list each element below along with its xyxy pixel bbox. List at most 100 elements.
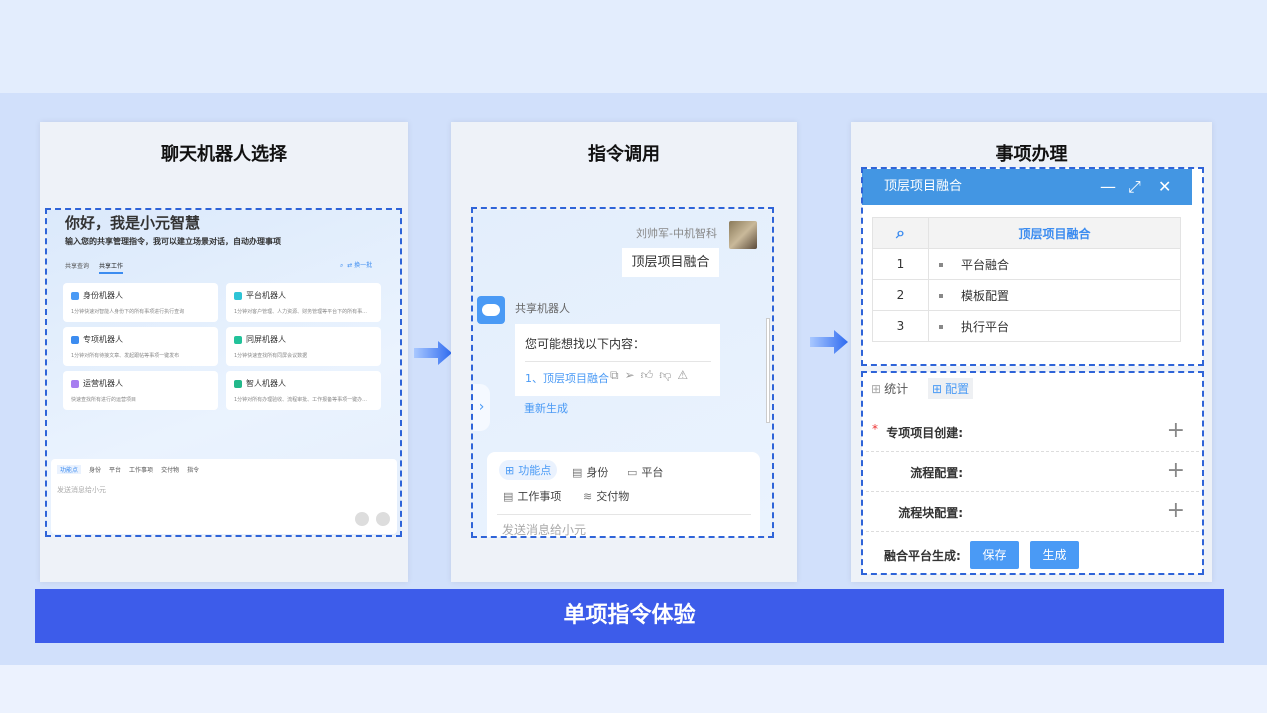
bot-name: 共享机器人 [515, 302, 570, 315]
switch-batch-button[interactable]: ⌕ ⇄ 换一批 [340, 260, 372, 270]
refresh-icon: ⇄ [347, 262, 353, 269]
bullet-icon [939, 294, 943, 298]
tool-platform[interactable]: 平台 [109, 467, 122, 474]
minimize-icon[interactable]: — [1100, 177, 1116, 196]
generate-button[interactable]: 生成 [1030, 541, 1079, 569]
tab-config[interactable]: ⊞配置 [928, 378, 974, 399]
tab-shared-query[interactable]: 共享查询 [65, 263, 90, 270]
search-icon[interactable]: ⌕ [872, 217, 929, 249]
switch-label: 换一批 [354, 262, 373, 269]
divider [497, 514, 751, 515]
left-toolbar: 功能点 身份 平台 工作事项 交付物 指令 [57, 465, 199, 474]
robot-card[interactable]: 智人机器人 1分钟对所有办理验收、流程审批、工作报备等事项一键办... [226, 371, 381, 410]
robot-icon [234, 379, 242, 388]
greeting: 你好，我是小元智慧 [65, 214, 201, 232]
tool-identity[interactable]: ▤身份 [572, 464, 608, 480]
greeting-subtitle: 输入您的共享管理指令，我可以建立场景对话，自动办理事项 [65, 237, 281, 246]
card-name: 身份机器人 [83, 291, 123, 300]
card-title: 同屏机器人 [234, 334, 286, 345]
form-row: 流程块配置: + [866, 492, 1199, 532]
warning-icon[interactable]: ⚠ [677, 368, 689, 382]
tab-shared-work[interactable]: 共享工作 [99, 261, 124, 274]
result-link[interactable]: 1、顶层项目融合 [525, 372, 609, 385]
grid-icon: ⊞ [505, 463, 515, 477]
tool-function[interactable]: 功能点 [57, 465, 82, 474]
send-icon[interactable]: ➢ [624, 368, 635, 382]
user-name: 刘帅军-中机智科 [636, 227, 717, 240]
divider [525, 361, 711, 362]
plus-icon[interactable]: + [1166, 418, 1185, 443]
thumbs-up-icon[interactable]: 👍︎ [640, 368, 654, 382]
tool-platform[interactable]: ▭平台 [627, 464, 663, 480]
robot-card[interactable]: 平台机器人 1分钟对客户管理、人力资源、财务管理等平台下的所有事... [226, 283, 381, 322]
field-label: 专项项目创建: [886, 426, 963, 440]
bot-message: 您可能想找以下内容： 1、顶层项目融合 ⧉➢👍︎👎︎⚠ [515, 324, 720, 396]
plus-icon[interactable]: + [1166, 458, 1185, 483]
tool-label: 平台 [641, 466, 664, 479]
robot-card[interactable]: 运营机器人 快速查找所有进行的运营项目 [63, 371, 218, 410]
left-chat-input[interactable]: 功能点 身份 平台 工作事项 交付物 指令 发送消息给小元 [51, 459, 397, 534]
robot-icon [71, 335, 79, 344]
user-message: 顶层项目融合 [622, 248, 719, 277]
grid-icon: ⊞ [932, 381, 943, 396]
window-title: 顶层项目融合 [884, 179, 963, 194]
tool-label: 交付物 [596, 490, 630, 503]
window-titlebar: 顶层项目融合 — ⤢ ✕ [862, 169, 1192, 205]
robot-card[interactable]: 身份机器人 1分钟快速对智能人身份下的所有事项进行执行查询 [63, 283, 218, 322]
card-title: 身份机器人 [71, 290, 123, 301]
tool-deliverables[interactable]: ≋交付物 [583, 488, 629, 504]
card-title: 运营机器人 [71, 378, 123, 389]
send-icon[interactable] [376, 512, 390, 526]
expand-sidebar-button[interactable]: › [473, 384, 490, 431]
tool-work-items[interactable]: ▤工作事项 [503, 488, 561, 504]
row-item[interactable]: 执行平台 [928, 310, 1181, 342]
tool-function[interactable]: ⊞功能点 [499, 460, 558, 480]
thumbs-down-icon[interactable]: 👎︎ [659, 368, 672, 382]
highlight-frame [45, 208, 402, 537]
copy-icon[interactable]: ⧉ [610, 368, 619, 382]
search-icon[interactable]: ⌕ [340, 262, 344, 269]
form-row: 流程配置:+ [866, 452, 1199, 492]
regenerate-link[interactable]: 重新生成 [524, 402, 568, 415]
tool-identity[interactable]: 身份 [89, 467, 102, 474]
card-name: 平台机器人 [246, 291, 286, 300]
card-name: 同屏机器人 [246, 335, 286, 344]
tool-label: 身份 [586, 466, 609, 479]
card-desc: 1分钟对客户管理、人力资源、财务管理等平台下的所有事... [234, 309, 367, 315]
card-name: 运营机器人 [83, 379, 123, 388]
maximize-icon[interactable]: ⤢ [1128, 177, 1141, 196]
user-avatar [729, 221, 757, 249]
layers-icon: ≋ [583, 489, 593, 503]
robot-card[interactable]: 同屏机器人 1分钟快速查找所有同屏会议数据 [226, 327, 381, 366]
scrollbar[interactable] [766, 318, 770, 423]
message-placeholder[interactable]: 发送消息给小元 [502, 523, 587, 537]
card-desc: 1分钟快速对智能人身份下的所有事项进行执行查询 [71, 309, 185, 315]
field-label: 流程块配置: [898, 506, 963, 520]
microphone-icon[interactable] [355, 512, 369, 526]
plus-icon[interactable]: + [1166, 498, 1185, 523]
middle-chat-input[interactable]: ⊞功能点 ▤身份 ▭平台 ▤工作事项 ≋交付物 发送消息给小元 [487, 452, 760, 537]
message-placeholder[interactable]: 发送消息给小元 [57, 486, 106, 494]
tool-command[interactable]: 指令 [187, 467, 200, 474]
save-button[interactable]: 保存 [970, 541, 1019, 569]
row-number: 3 [872, 310, 929, 342]
panel-title: 聊天机器人选择 [161, 144, 287, 165]
background-bottom [0, 665, 1267, 713]
close-icon[interactable]: ✕ [1158, 177, 1172, 196]
card-name: 专项机器人 [83, 335, 123, 344]
left-tabs: 共享查询 共享工作 [65, 261, 124, 274]
tab-label: 统计 [884, 382, 909, 396]
tool-work-items[interactable]: 工作事项 [129, 467, 154, 474]
card-desc: 快速查找所有进行的运营项目 [71, 397, 137, 403]
tab-statistics[interactable]: ⊞统计 [867, 378, 912, 399]
code-window-icon: ▭ [627, 465, 638, 479]
robot-avatar-icon [477, 296, 505, 324]
robot-icon [71, 379, 79, 388]
robot-card[interactable]: 专项机器人 1分钟对所有待接文章、发起跟帖等事项一键发布 [63, 327, 218, 366]
arrow-right-icon [810, 330, 848, 354]
panel-title: 指令调用 [588, 144, 660, 165]
tool-deliverables[interactable]: 交付物 [161, 467, 180, 474]
robot-icon [234, 335, 242, 344]
list-card-icon: ▤ [503, 489, 514, 503]
